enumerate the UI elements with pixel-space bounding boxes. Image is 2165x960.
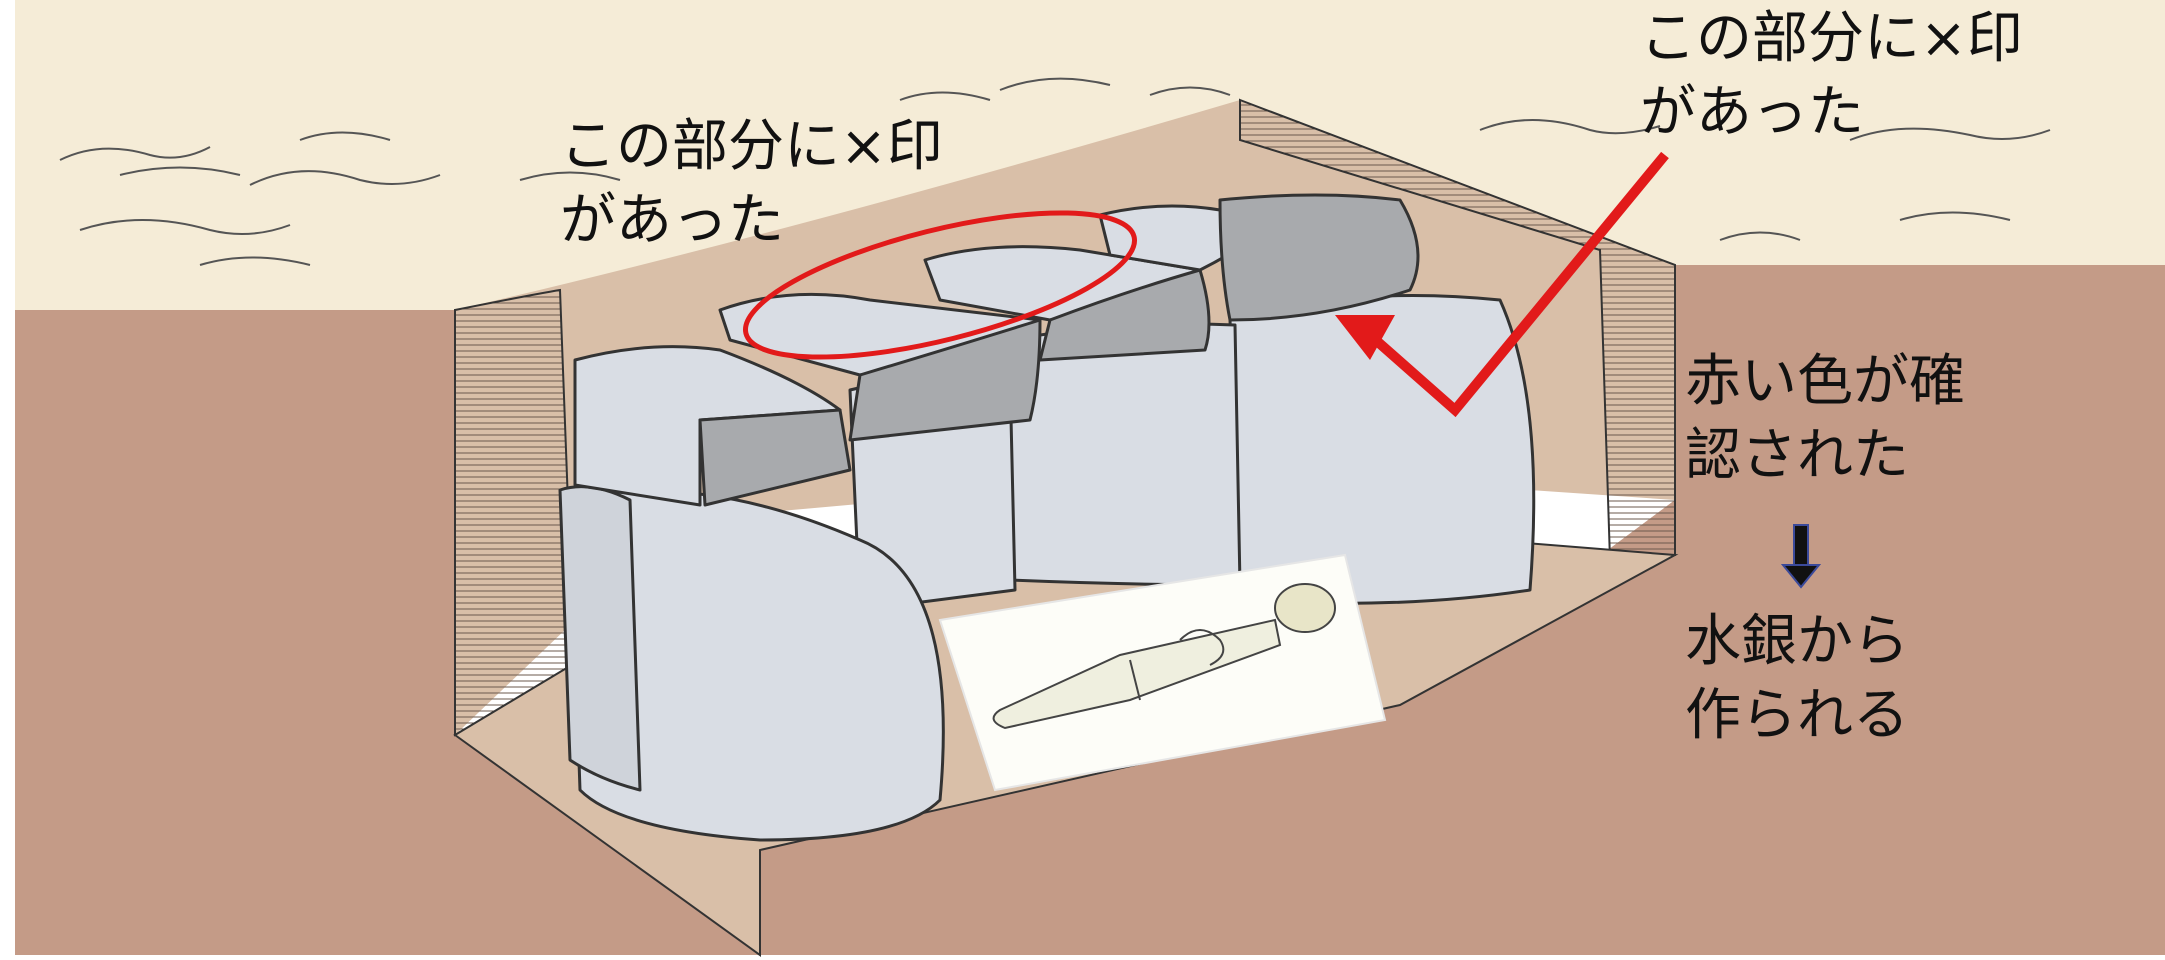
annotation-top-left: この部分に×印 があった [560,110,943,258]
earth-right [760,265,2165,955]
cap-stone-4-face [1218,193,1420,322]
red-arrow [1335,151,1669,418]
wall-stone-mid [1008,322,1242,587]
marked-area-ellipse [742,210,1138,360]
pit-left-wall [454,288,577,737]
red-arrow-head [1335,315,1395,360]
grass-strokes [59,77,2051,266]
chamber-stones [558,193,1536,842]
annotation-mercury-line1: 水銀から [1685,609,1909,674]
cap-stone-left [573,345,842,507]
annotation-top-right-line2: があった [1640,80,1864,145]
buried-figure [992,583,1336,730]
annotation-top-right-line1: この部分に×印 [1640,6,2023,71]
cap-stone-left-face [698,408,852,507]
annotation-top-right: この部分に×印 があった [1640,2,2023,150]
front-stone-side [558,485,642,792]
front-stone-large [568,489,945,842]
annotation-top-left-line2: があった [560,188,784,253]
annotation-mercury: 水銀から 作られる [1685,605,1909,753]
annotation-mercury-line2: 作られる [1685,683,1909,748]
earth-left [15,310,760,955]
cap-stone-2-face [848,318,1042,442]
down-arrow-icon [1780,524,1822,589]
annotation-red-color-line1: 赤い色が確 [1685,349,1965,414]
annotation-red-color-line2: 認された [1685,423,1909,488]
annotation-top-left-line1: この部分に×印 [560,114,943,179]
annotation-red-color: 赤い色が確 認された [1685,345,1965,493]
buried-figure-panel [938,553,1387,792]
